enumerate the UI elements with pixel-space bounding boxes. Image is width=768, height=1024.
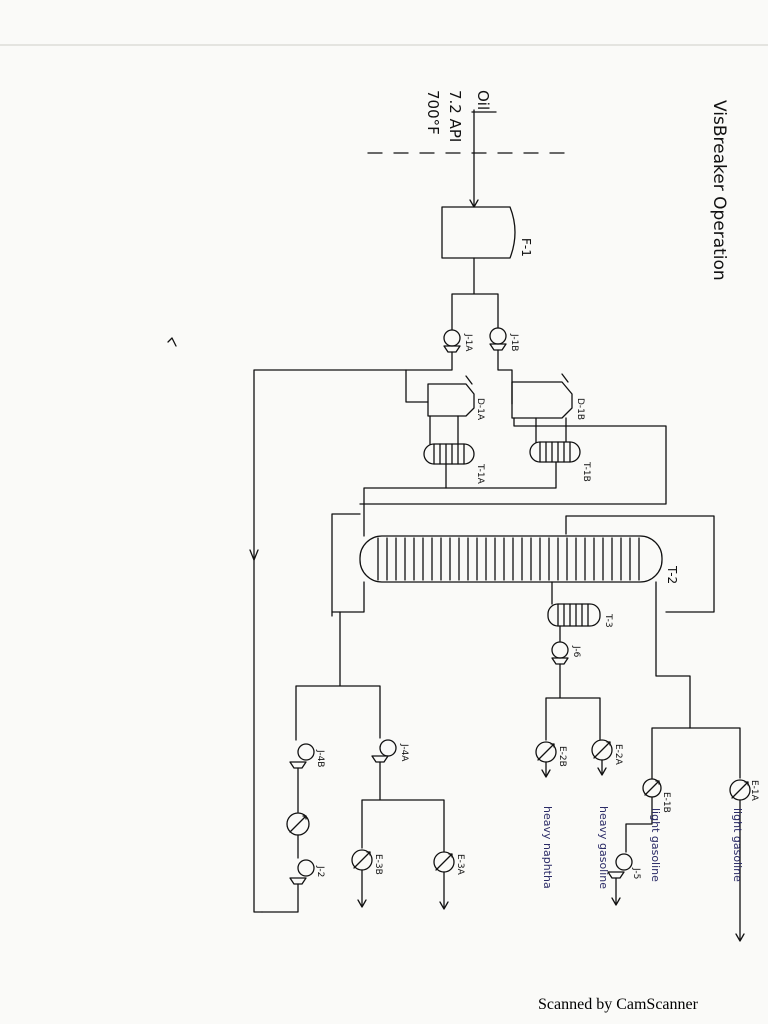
scanner-watermark: Scanned by CamScanner — [538, 996, 698, 1013]
stray-mark — [167, 337, 177, 347]
stripper-label: T-3 — [603, 613, 613, 628]
exchanger-e3b: E-3B — [351, 849, 383, 908]
pump-j1a: J-1A — [443, 329, 473, 353]
tower-t1a-label: T-1A — [475, 463, 485, 485]
pump-j5: J-5 — [607, 853, 641, 879]
exchanger-e3a-label: E-3A — [455, 854, 465, 876]
exchanger-e1a: E-1A — [729, 779, 759, 942]
exchanger-e1b: E-1B — [642, 778, 671, 813]
t2-bottoms-line — [331, 581, 365, 617]
tower-t1a: T-1A — [423, 443, 485, 485]
furnace-label: F-1 — [519, 238, 533, 257]
pump-j4b: J-4B — [289, 743, 325, 769]
pump-j1b-label: J-1B — [509, 333, 519, 351]
tower-t1b-label: T-1B — [581, 461, 591, 482]
tower-to-t2-line — [363, 487, 447, 537]
j6-discharge-line — [545, 663, 601, 741]
exchanger-e2b: E-2B — [535, 741, 567, 778]
pump-j4a: J-4A — [371, 739, 409, 763]
t2-bottoms-to-pumps — [295, 611, 381, 741]
exchanger-e2a: E-2A — [591, 739, 623, 776]
feed-api: 7.2 API — [446, 90, 464, 142]
j2-recycle-line — [261, 883, 299, 913]
overhead-to-e1a-line — [689, 727, 741, 779]
product-heavy-naphtha: heavy naphtha — [541, 806, 554, 889]
j4a-discharge-line — [361, 761, 445, 853]
j1b-discharge-line — [497, 349, 513, 405]
pump-j2: J-2 — [289, 859, 325, 885]
exchanger-e2b-label: E-2B — [557, 746, 567, 767]
furnace-outlet-line — [451, 257, 499, 331]
drum-d1a-label: D-1A — [475, 398, 485, 421]
feed-label: Oil 7.2 API 700°F — [424, 90, 492, 142]
exchanger-e1a-label: E-1A — [749, 780, 759, 802]
recycle-arrow — [249, 549, 259, 561]
product-light-gasoline-1: light gasoline — [731, 808, 744, 882]
exchanger-e2a-label: E-2A — [613, 744, 623, 766]
t2-overhead-draw — [651, 581, 691, 781]
drum-d1b: D-1B — [511, 373, 585, 420]
pump-j5-label: J-5 — [631, 867, 641, 879]
t2-overhead-loop — [565, 515, 715, 613]
exchanger-e3a: E-3A — [433, 851, 465, 910]
pump-j6: J-6 — [551, 641, 581, 665]
exchanger-e3b-label: E-3B — [373, 854, 383, 875]
fractionator-t2: T-2 — [359, 535, 679, 584]
pump-j2-label: J-2 — [315, 865, 325, 877]
e1b-to-j5-line — [625, 796, 653, 853]
pump-j4b-label: J-4B — [315, 749, 325, 767]
exchanger-e1b-label: E-1B — [661, 792, 671, 813]
diagram-title: VisBreaker Operation — [709, 100, 729, 281]
drum-d1a: D-1A — [427, 375, 485, 421]
pump-j6-label: J-6 — [571, 645, 581, 658]
j5-arrow — [611, 897, 621, 906]
pump-j1a-label: J-1A — [463, 333, 473, 352]
stripper-t3: T-3 — [547, 603, 613, 628]
exchanger-j4b-cooler — [286, 812, 310, 836]
drum-to-tower-lines — [429, 415, 567, 445]
fractionator-label: T-2 — [665, 565, 679, 584]
tower-bottoms-line — [445, 461, 557, 489]
j1a-discharge-line — [405, 351, 453, 403]
furnace-f1: F-1 — [441, 206, 533, 259]
recycle-line-left — [253, 369, 407, 913]
product-heavy-gasoline: heavy gasoline — [597, 806, 610, 889]
t2-side-line — [331, 513, 361, 613]
feed-oil: Oil — [474, 90, 492, 110]
pump-j4a-label: J-4A — [399, 743, 409, 762]
drum-d1b-label: D-1B — [575, 398, 585, 420]
feed-temp: 700°F — [424, 90, 442, 135]
pump-j1b: J-1B — [489, 327, 519, 351]
tower-t1b: T-1B — [529, 441, 591, 482]
product-light-gasoline-2: light gasoline — [649, 808, 662, 882]
drum-overhead-line — [359, 417, 667, 505]
